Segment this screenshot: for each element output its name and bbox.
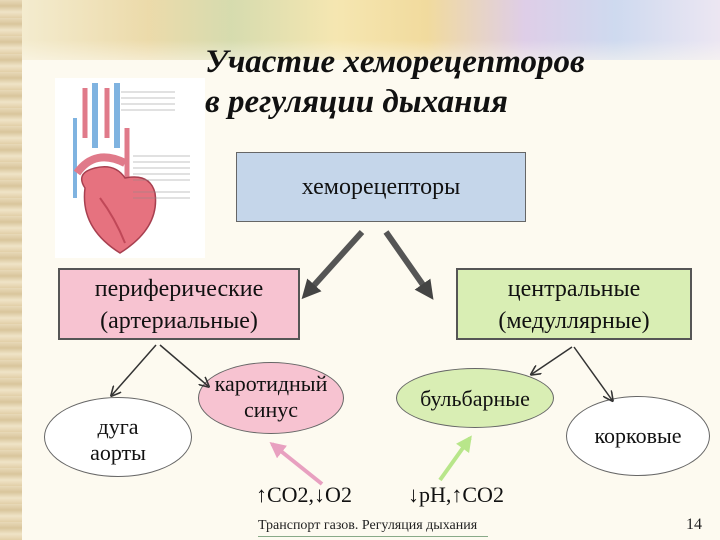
green-stimulus-arrow (438, 435, 472, 482)
arrow-to-aorta (112, 344, 157, 395)
heart-diagram-image (55, 78, 205, 258)
title-line-1: Участие хеморецепторов (205, 44, 585, 80)
title-line-2: в регуляции дыхания (205, 84, 508, 120)
arrow-to-central (383, 230, 434, 300)
aorta-line-2: аорты (90, 440, 146, 465)
slide-footer: Транспорт газов. Регуляция дыхания (258, 518, 478, 533)
central-line-2: (медуллярные) (498, 308, 650, 334)
aorta-line-1: дуга (97, 414, 139, 439)
bulbar-label: бульбарные (420, 386, 530, 411)
carotid-sinus-ellipse: каротидный синус (198, 362, 344, 434)
pink-stimulus-arrow (269, 442, 324, 486)
chemoreceptors-box: хеморецепторы (236, 152, 526, 222)
central-box: центральные (медуллярные) (456, 268, 692, 340)
central-line-1: центральные (507, 276, 641, 302)
arrow-to-bulbar (532, 346, 573, 374)
page-number: 14 (686, 516, 702, 533)
aortic-arch-ellipse: дуга аорты (44, 397, 192, 477)
banner-fade (22, 40, 720, 80)
arrow-to-cortical (573, 346, 612, 400)
stimulus-left: ↑CO2,↓O2 (256, 482, 352, 507)
peripheral-line-2: (артериальные) (100, 308, 258, 334)
peripheral-box: периферические (артериальные) (58, 268, 300, 340)
chemoreceptors-label: хеморецепторы (301, 174, 461, 200)
bulbar-ellipse: бульбарные (396, 368, 554, 428)
sinus-line-1: каротидный (214, 371, 328, 396)
arrow-to-peripheral (301, 229, 365, 300)
sinus-line-2: синус (243, 397, 299, 422)
footer-underline (258, 536, 488, 537)
decorative-left-strip (0, 0, 22, 540)
peripheral-line-1: периферические (94, 276, 264, 302)
cortical-label: корковые (594, 423, 682, 448)
cortical-ellipse: корковые (566, 396, 710, 476)
slide-title: Участие хеморецепторов в регуляции дыхан… (205, 42, 705, 122)
stimulus-right: ↓pH,↑CO2 (408, 482, 504, 507)
